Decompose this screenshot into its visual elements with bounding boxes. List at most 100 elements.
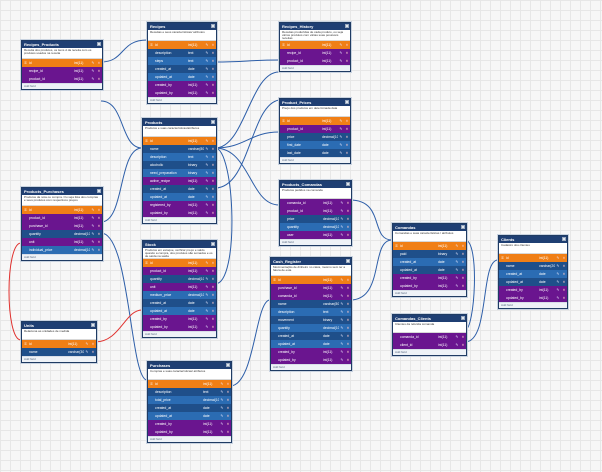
delete-icon[interactable]: ✕ — [346, 217, 350, 221]
edit-icon[interactable]: ✎ — [205, 277, 209, 281]
edit-icon[interactable]: ✎ — [455, 260, 459, 264]
edit-icon[interactable]: ✎ — [91, 216, 95, 220]
delete-icon[interactable]: ✕ — [211, 211, 215, 215]
delete-icon[interactable]: ✕ — [562, 272, 566, 276]
delete-icon[interactable]: ✕ — [345, 119, 349, 123]
delete-icon[interactable]: ✕ — [97, 240, 101, 244]
delete-icon[interactable]: ✕ — [211, 309, 215, 313]
edit-icon[interactable]: ✎ — [220, 390, 224, 394]
delete-icon[interactable]: ✕ — [345, 59, 349, 63]
delete-icon[interactable]: ✕ — [211, 285, 215, 289]
edit-icon[interactable]: ✎ — [339, 51, 343, 55]
edit-icon[interactable]: ✎ — [220, 398, 224, 402]
edit-icon[interactable]: ✎ — [220, 430, 224, 434]
edit-icon[interactable]: ✎ — [340, 201, 344, 205]
delete-icon[interactable]: ✕ — [345, 51, 349, 55]
delete-icon[interactable]: ✕ — [211, 195, 215, 199]
delete-icon[interactable]: ✕ — [226, 382, 230, 386]
delete-icon[interactable]: ✕ — [461, 284, 465, 288]
edit-icon[interactable]: ✎ — [340, 286, 344, 290]
delete-icon[interactable]: ✕ — [346, 342, 350, 346]
edit-icon[interactable]: ✎ — [205, 171, 209, 175]
edit-icon[interactable]: ✎ — [91, 77, 95, 81]
edit-icon[interactable]: ✎ — [220, 382, 224, 386]
collapse-icon[interactable] — [211, 242, 215, 246]
edit-icon[interactable]: ✎ — [85, 342, 89, 346]
delete-icon[interactable]: ✕ — [211, 163, 215, 167]
delete-icon[interactable]: ✕ — [211, 171, 215, 175]
delete-icon[interactable]: ✕ — [97, 61, 101, 65]
edit-icon[interactable]: ✎ — [205, 285, 209, 289]
add-field-button[interactable]: Add field — [22, 254, 102, 260]
delete-icon[interactable]: ✕ — [91, 350, 95, 354]
edit-icon[interactable]: ✎ — [205, 147, 209, 151]
delete-icon[interactable]: ✕ — [211, 155, 215, 159]
edit-icon[interactable]: ✎ — [91, 208, 95, 212]
edit-icon[interactable]: ✎ — [339, 135, 343, 139]
collapse-icon[interactable] — [345, 24, 349, 28]
edit-icon[interactable]: ✎ — [340, 278, 344, 282]
delete-icon[interactable]: ✕ — [346, 233, 350, 237]
edit-icon[interactable]: ✎ — [91, 232, 95, 236]
delete-icon[interactable]: ✕ — [461, 252, 465, 256]
edit-icon[interactable]: ✎ — [339, 119, 343, 123]
delete-icon[interactable]: ✕ — [97, 216, 101, 220]
edit-icon[interactable]: ✎ — [205, 91, 209, 95]
delete-icon[interactable]: ✕ — [345, 135, 349, 139]
add-field-button[interactable]: Add field — [148, 436, 231, 442]
edit-icon[interactable]: ✎ — [205, 83, 209, 87]
delete-icon[interactable]: ✕ — [211, 83, 215, 87]
add-field-button[interactable]: Add field — [22, 356, 96, 362]
edit-icon[interactable]: ✎ — [91, 240, 95, 244]
edit-icon[interactable]: ✎ — [455, 252, 459, 256]
delete-icon[interactable]: ✕ — [211, 187, 215, 191]
edit-icon[interactable]: ✎ — [205, 67, 209, 71]
delete-icon[interactable]: ✕ — [226, 422, 230, 426]
delete-icon[interactable]: ✕ — [461, 335, 465, 339]
add-field-button[interactable]: Add field — [393, 349, 466, 355]
edit-icon[interactable]: ✎ — [205, 203, 209, 207]
collapse-icon[interactable] — [211, 24, 215, 28]
edit-icon[interactable]: ✎ — [340, 326, 344, 330]
delete-icon[interactable]: ✕ — [461, 276, 465, 280]
delete-icon[interactable]: ✕ — [346, 302, 350, 306]
delete-icon[interactable]: ✕ — [211, 261, 215, 265]
collapse-icon[interactable] — [345, 100, 349, 104]
edit-icon[interactable]: ✎ — [205, 309, 209, 313]
add-field-button[interactable]: Add field — [280, 157, 350, 163]
delete-icon[interactable]: ✕ — [461, 268, 465, 272]
edit-icon[interactable]: ✎ — [340, 217, 344, 221]
delete-icon[interactable]: ✕ — [226, 390, 230, 394]
delete-icon[interactable]: ✕ — [211, 139, 215, 143]
edit-icon[interactable]: ✎ — [339, 143, 343, 147]
delete-icon[interactable]: ✕ — [211, 43, 215, 47]
delete-icon[interactable]: ✕ — [97, 232, 101, 236]
delete-icon[interactable]: ✕ — [97, 248, 101, 252]
edit-icon[interactable]: ✎ — [339, 151, 343, 155]
delete-icon[interactable]: ✕ — [346, 201, 350, 205]
add-field-button[interactable]: Add field — [22, 83, 102, 89]
